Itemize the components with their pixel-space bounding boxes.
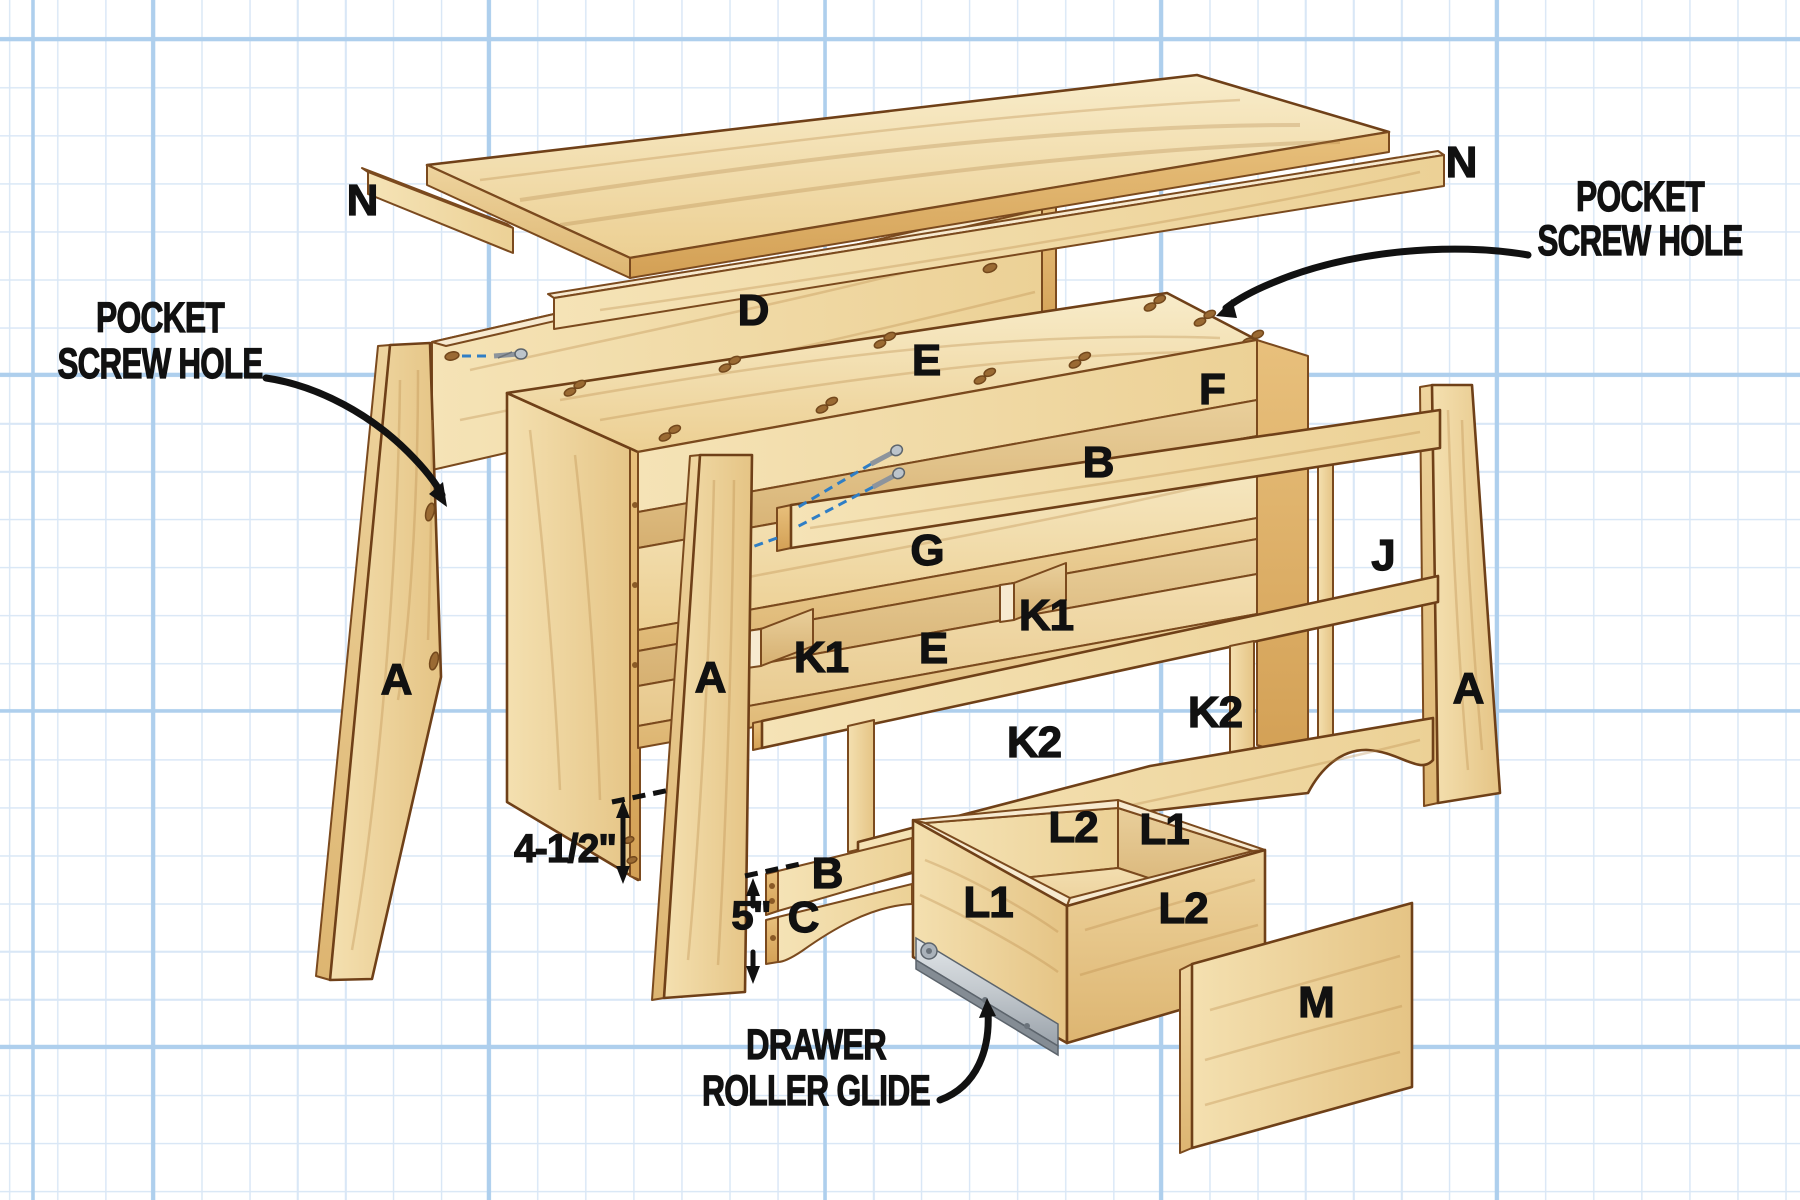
pocket-right-arrow	[1222, 245, 1532, 312]
dim-shelf-offset: 4-1/2"	[514, 827, 616, 871]
label-k2-a: K2	[1188, 688, 1242, 737]
dim-rail-height: 5"	[731, 894, 770, 938]
pocket-right-arrowhead	[1216, 299, 1237, 318]
pocket-left-line2: SCREW HOLE	[58, 340, 263, 388]
glide-arrow	[936, 1008, 992, 1104]
rail-c-face	[777, 883, 913, 963]
side-panel-a-left-face	[328, 341, 443, 982]
label-f: F	[1199, 365, 1225, 414]
part-labels: N N D E F B G J K1 K1 E A A A K2 K2 L2 L…	[346, 137, 1485, 1027]
pocket-hole	[444, 351, 460, 361]
leg-a-center-face	[662, 453, 754, 1000]
divider-k1-right	[999, 562, 1067, 623]
screw-icon	[869, 444, 904, 467]
pocket-hole	[632, 582, 638, 588]
rail-b-face	[789, 408, 1442, 550]
label-k1-a: K1	[1019, 591, 1074, 640]
label-c: C	[788, 893, 819, 942]
label-a-center: A	[695, 653, 726, 702]
label-l1-front: L1	[963, 878, 1013, 927]
screw-icon	[871, 467, 906, 490]
stretcher-j-face	[760, 574, 1440, 750]
rail-b-upper	[751, 408, 1442, 552]
pocket-left-arrowhead	[429, 482, 447, 507]
label-a-left: A	[381, 655, 412, 704]
pocket-left-line1: POCKET	[96, 294, 225, 342]
trim-n-right	[547, 150, 1445, 330]
glide-line2: ROLLER GLIDE	[702, 1067, 930, 1115]
drawer-front-m	[1179, 901, 1414, 1154]
label-d: D	[738, 286, 769, 335]
label-l1-back: L1	[1139, 805, 1189, 854]
label-a-right: A	[1453, 664, 1484, 713]
label-b-lower: B	[812, 849, 843, 898]
top-assembly	[361, 73, 1445, 330]
screw-path	[751, 536, 778, 549]
panel-m-edge	[1179, 963, 1193, 1154]
pocket-hole-target	[424, 502, 436, 522]
label-g: G	[910, 526, 943, 575]
callout-arrows	[262, 245, 1532, 1104]
trim-n-left-face	[367, 171, 514, 254]
label-l2-front: L2	[1158, 884, 1207, 933]
dimension-rail-height	[744, 861, 801, 984]
drawer-box	[911, 799, 1267, 1057]
rail-b-end-grain	[776, 504, 792, 552]
trim-n-right-face	[553, 154, 1445, 330]
leg-a-center	[651, 453, 754, 1001]
label-b-upper: B	[1083, 438, 1114, 487]
label-l2-back: L2	[1048, 803, 1097, 852]
pocket-right-line2: SCREW HOLE	[1538, 217, 1743, 265]
pocket-right-line1: POCKET	[1576, 173, 1705, 221]
label-m: M	[1298, 978, 1334, 1027]
pocket-hole	[626, 855, 638, 865]
rail-c-arched	[765, 883, 913, 965]
leg-a-right-face	[1430, 383, 1502, 805]
top-panel-front-edge	[629, 131, 1390, 279]
label-e-top: E	[912, 336, 940, 385]
panel-m-face	[1190, 901, 1414, 1150]
label-e-mid: E	[919, 624, 947, 673]
rail-b-lower-face	[777, 837, 913, 912]
screw-icon	[493, 348, 528, 360]
pocket-left-arrow	[262, 374, 446, 499]
dimension-shelf-offset	[611, 787, 671, 884]
callout-text: POCKET SCREW HOLE POCKET SCREW HOLE DRAW…	[57, 172, 1744, 1115]
label-k2-b: K2	[1007, 718, 1061, 767]
label-k1-b: K1	[794, 633, 849, 682]
pocket-hole	[632, 502, 638, 508]
pocket-hole	[632, 662, 638, 668]
glide-arrowhead	[979, 998, 996, 1018]
label-j: J	[1371, 531, 1394, 580]
carcass-right-end	[1256, 339, 1309, 761]
side-panel-a-left	[315, 341, 443, 982]
stretcher-j-end	[752, 720, 763, 751]
post-k2-left	[847, 719, 875, 853]
pocket-hole	[982, 262, 998, 274]
label-n-right: N	[1446, 138, 1477, 187]
trim-n-left	[361, 167, 514, 254]
label-n-left: N	[347, 176, 378, 225]
rail-b-lower	[765, 837, 913, 916]
top-panel	[425, 73, 1391, 279]
pocket-hole	[428, 651, 440, 671]
glide-line1: DRAWER	[746, 1021, 887, 1069]
carcass-left-end	[505, 391, 640, 882]
